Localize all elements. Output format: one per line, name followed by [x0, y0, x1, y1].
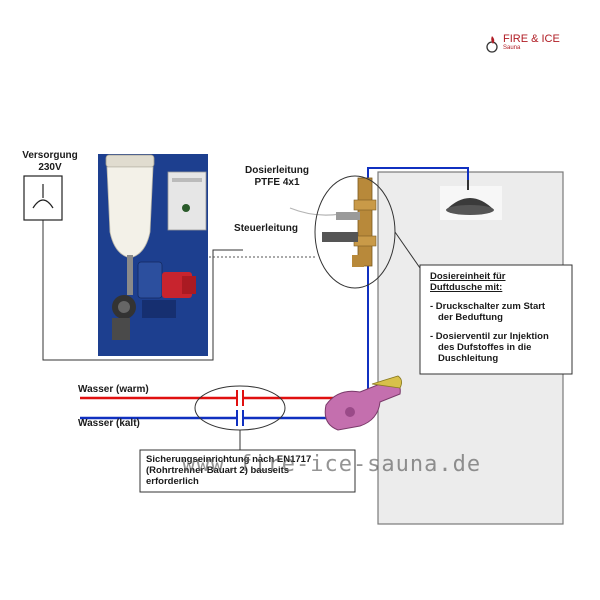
note-box-line1: Sicherungseinrichtung nach EN1717	[146, 454, 312, 465]
dosierleitung-label-line2: PTFE 4x1	[254, 177, 300, 188]
info-box-frame	[419, 264, 573, 375]
steuerleitung-label: Steuerleitung	[234, 223, 298, 234]
power-wire	[42, 220, 243, 361]
power-supply-symbol	[23, 175, 63, 221]
brand-logo: FIRE & ICE Sauna	[485, 33, 585, 57]
versorgung-label-line2: 230V	[38, 162, 62, 173]
wasser-warm-label: Wasser (warm)	[78, 384, 149, 395]
note-box-line3: erforderlich	[146, 476, 199, 487]
dosing-line	[289, 207, 341, 216]
wasser-kalt-label: Wasser (kalt)	[78, 418, 140, 429]
valve-assembly	[322, 177, 377, 267]
info-box-connector	[394, 231, 421, 269]
info-box: Dosiereinheit für Duftdusche mit: - Druc…	[430, 271, 570, 364]
info-box-item1-line1: - Druckschalter zum Start	[430, 301, 546, 312]
info-box-item1-line2: der Beduftung	[438, 312, 503, 323]
brand-sub: Sauna	[503, 45, 521, 51]
info-box-title-line1: Dosiereinheit für	[430, 271, 506, 282]
cold-water-riser	[367, 167, 469, 395]
note-box-frame	[139, 449, 356, 493]
versorgung-label-line1: Versorgung	[22, 150, 78, 161]
note-box: Sicherungseinrichtung nach EN1717 (Rohrt…	[146, 454, 351, 487]
mixing-valve-icon	[324, 375, 402, 431]
info-box-item2-line2: des Dufstoffes in die	[438, 342, 532, 353]
info-box-title-line2: Duftdusche mit:	[430, 282, 503, 293]
shower-head-icon	[440, 180, 502, 220]
note-box-line2: (Rohrtrenner Bauart 2) bauseits	[146, 465, 290, 476]
dosierleitung-label: Dosierleitung PTFE 4x1	[236, 165, 318, 189]
watermark: www.fire-ice-sauna.de	[182, 452, 482, 477]
info-box-item2-line1: - Dosierventil zur Injektion	[430, 331, 549, 342]
fire-logo-icon	[486, 36, 498, 53]
versorgung-label: Versorgung 230V	[22, 150, 78, 174]
info-box-item2-line3: Duschleitung	[438, 353, 499, 364]
dosierleitung-label-line1: Dosierleitung	[245, 165, 309, 176]
dosing-unit	[98, 154, 208, 356]
brand-name: FIRE & ICE	[503, 33, 560, 45]
backflow-separator-symbol	[194, 385, 286, 431]
